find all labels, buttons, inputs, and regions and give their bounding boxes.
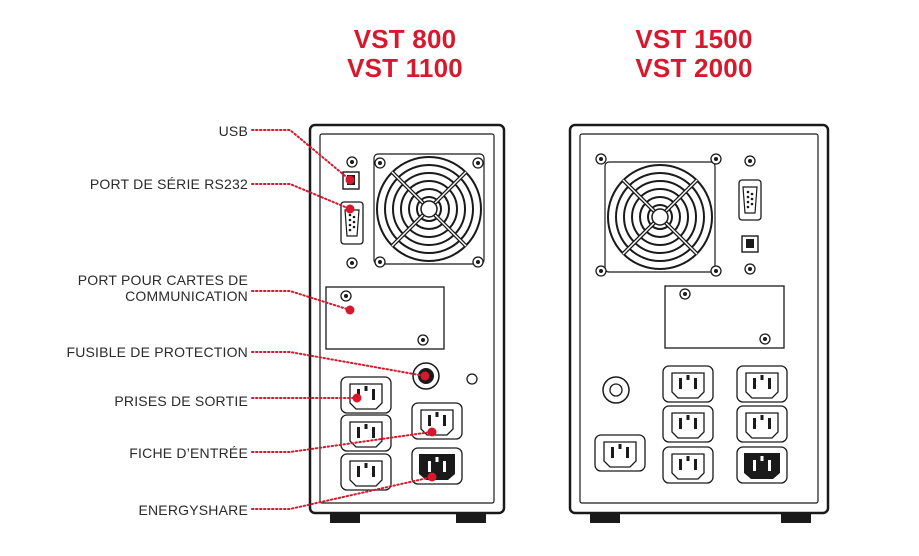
screw-icon [744, 155, 756, 167]
screw-icon [710, 265, 722, 277]
screw-icon [472, 157, 484, 169]
rs232-port-shell [344, 209, 360, 237]
label-usb: USB [218, 123, 248, 139]
screw-icon [759, 333, 771, 345]
leader-energyshare [251, 476, 433, 510]
ups-left-foot [330, 513, 360, 523]
screw-icon [374, 256, 386, 268]
ups-left-unit [308, 123, 506, 523]
output-outlet-icon [340, 414, 392, 452]
label-energyshare: ENERGYSHARE [138, 502, 248, 518]
model-title-right-line1: VST 1500 [635, 24, 753, 54]
ground-screw-icon [466, 373, 478, 385]
leader-input [251, 431, 432, 453]
label-input: FICHE D’ENTRÉE [129, 445, 248, 461]
callout-dot-input [427, 427, 437, 437]
screw-icon [595, 265, 607, 277]
screw-icon [472, 256, 484, 268]
label-rs232: PORT DE SÉRIE RS232 [89, 176, 248, 192]
screw-icon [346, 156, 358, 168]
leader-rs232 [251, 183, 351, 210]
ups-right-panel [579, 133, 819, 504]
output-outlet-icon [736, 405, 788, 443]
screw-icon [374, 157, 386, 169]
ups-right-unit [568, 123, 830, 523]
callout-dot-outlets [352, 393, 362, 403]
leader-usb [251, 129, 351, 181]
leader-fuse [251, 351, 426, 377]
energyshare-socket-icon [411, 447, 463, 485]
callout-dot-fuse [420, 371, 430, 381]
model-title-left-line1: VST 800 [353, 24, 457, 54]
energyshare-socket-icon [736, 446, 788, 484]
screw-icon [710, 153, 722, 165]
callout-dot-comm-port [345, 305, 355, 315]
screw-icon [346, 257, 358, 269]
label-comm-port: PORT POUR CARTES DE COMMUNICATION [78, 272, 248, 304]
output-outlet-icon [662, 446, 714, 484]
screw-icon [340, 290, 352, 302]
model-title-right-line2: VST 2000 [635, 53, 753, 83]
callout-dot-energyshare [427, 472, 437, 482]
callout-dot-rs232 [345, 204, 355, 214]
output-outlet-icon [662, 405, 714, 443]
label-comm-port-line1: PORT POUR CARTES DE [77, 272, 248, 288]
ups-left-panel [319, 133, 495, 504]
output-outlet-icon [662, 365, 714, 403]
model-title-left-line2: VST 1100 [347, 53, 463, 83]
label-fuse: FUSIBLE DE PROTECTION [66, 344, 248, 360]
screw-icon [595, 153, 607, 165]
callout-dot-usb [345, 175, 355, 185]
input-socket-icon [594, 434, 646, 472]
screw-icon [744, 263, 756, 275]
label-outlets: PRISES DE SORTIE [114, 393, 248, 409]
model-title-right: VST 1500 VST 2000 [610, 25, 778, 83]
output-outlet-icon [340, 376, 392, 414]
callout-leaders [251, 129, 433, 510]
screw-icon [679, 288, 691, 300]
label-comm-port-line2: COMMUNICATION [125, 288, 248, 304]
output-outlet-icon [340, 453, 392, 491]
output-outlet-icon [736, 365, 788, 403]
screw-icon [417, 334, 429, 346]
callout-dots [345, 175, 437, 482]
model-title-left: VST 800 VST 1100 [330, 25, 480, 83]
ups-right-foot [781, 513, 811, 523]
leader-comm-port [251, 290, 351, 311]
ups-right-foot [590, 513, 620, 523]
ups-left-foot [456, 513, 486, 523]
